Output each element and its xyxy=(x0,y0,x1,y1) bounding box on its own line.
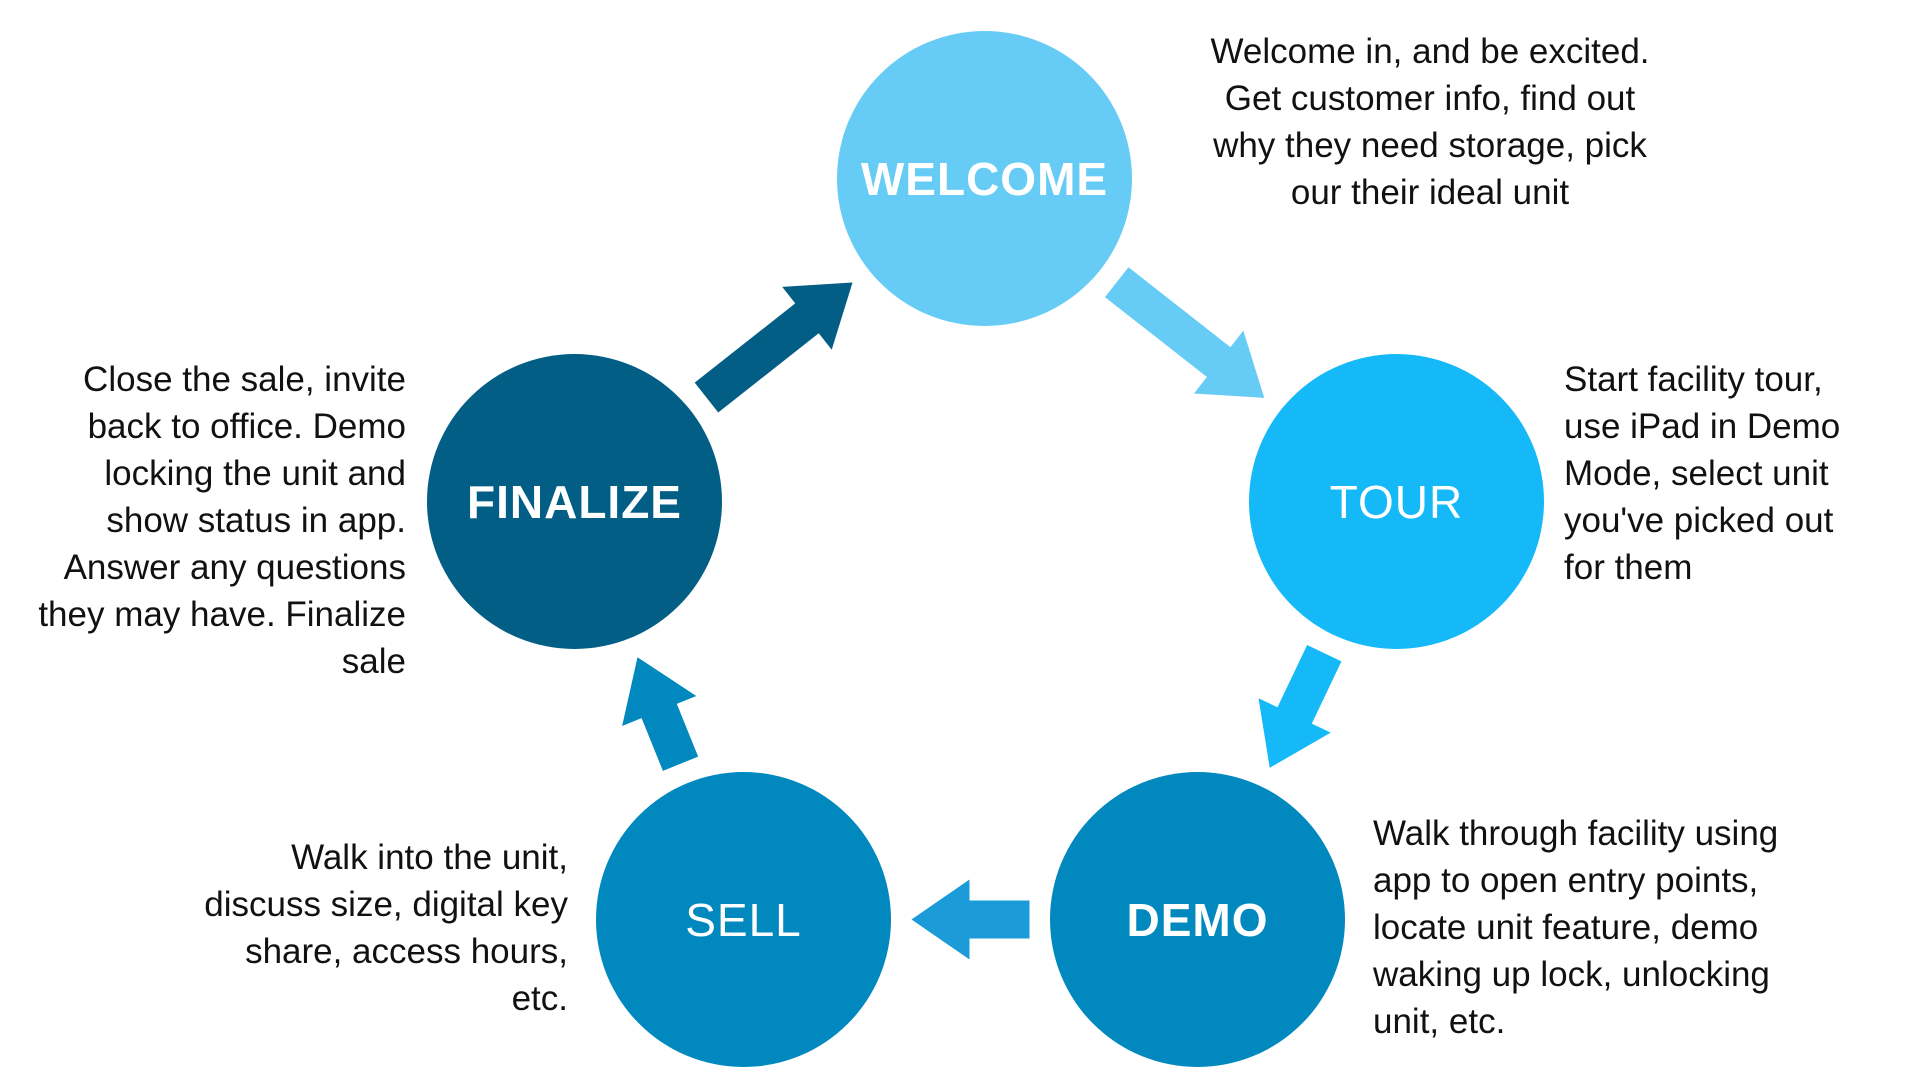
tour-label: TOUR xyxy=(1329,475,1464,528)
sell-description-line: share, access hours, xyxy=(245,932,568,971)
sell-label: SELL xyxy=(685,893,802,946)
finalize-label: FINALIZE xyxy=(467,475,682,528)
demo-label: DEMO xyxy=(1126,893,1269,946)
tour-description: Start facility tour, use iPad in Demo Mo… xyxy=(1564,356,1904,591)
demo-description-line: app to open entry points, xyxy=(1373,861,1759,900)
tour-description-line: Start facility tour, xyxy=(1564,360,1823,399)
sell-description-line: discuss size, digital key xyxy=(204,885,568,924)
welcome-label: WELCOME xyxy=(860,152,1109,205)
tour-circle: TOUR xyxy=(1249,354,1544,649)
finalize-description-line: Close the sale, invite xyxy=(83,360,406,399)
welcome-description: Welcome in, and be excited. Get customer… xyxy=(1150,28,1710,216)
finalize-description-line: show status in app. xyxy=(106,501,406,540)
finalize-description-line: locking the unit and xyxy=(104,454,406,493)
tour-description-line: you've picked out xyxy=(1564,501,1834,540)
welcome-description-line: Get customer info, find out xyxy=(1224,79,1636,118)
tour-description-line: use iPad in Demo xyxy=(1564,407,1841,446)
arrow-demo-to-sell xyxy=(911,879,1030,960)
demo-circle: DEMO xyxy=(1050,772,1345,1067)
finalize-description-line: Answer any questions xyxy=(63,548,406,587)
sell-description-line: etc. xyxy=(511,979,568,1018)
finalize-description: Close the sale, invite back to office. D… xyxy=(14,356,406,685)
arrow-tour-to-demo xyxy=(1258,645,1342,768)
finalize-description-line: back to office. Demo xyxy=(87,407,406,446)
demo-description-line: Walk through facility using xyxy=(1373,814,1779,853)
finalize-description-line: they may have. Finalize xyxy=(38,595,406,634)
sell-description: Walk into the unit, discuss size, digita… xyxy=(120,834,568,1022)
arrow-sell-to-finalize xyxy=(622,657,699,771)
finalize-description-line: sale xyxy=(341,642,406,681)
demo-description: Walk through facility using app to open … xyxy=(1373,810,1893,1045)
welcome-circle: WELCOME xyxy=(837,31,1132,326)
welcome-description-line: our their ideal unit xyxy=(1290,173,1570,212)
sell-description-line: Walk into the unit, xyxy=(291,838,568,877)
sell-circle: SELL xyxy=(596,772,891,1067)
arrow-finalize-to-welcome xyxy=(694,282,853,413)
tour-description-line: Mode, select unit xyxy=(1564,454,1829,493)
welcome-description-line: why they need storage, pick xyxy=(1213,126,1647,165)
demo-description-line: waking up lock, unlocking xyxy=(1373,955,1770,994)
arrow-welcome-to-tour xyxy=(1104,267,1265,398)
demo-description-line: unit, etc. xyxy=(1373,1002,1506,1041)
finalize-circle: FINALIZE xyxy=(427,354,722,649)
welcome-description-line: Welcome in, and be excited. xyxy=(1210,32,1650,71)
demo-description-line: locate unit feature, demo xyxy=(1373,908,1759,947)
tour-description-line: for them xyxy=(1564,548,1693,587)
